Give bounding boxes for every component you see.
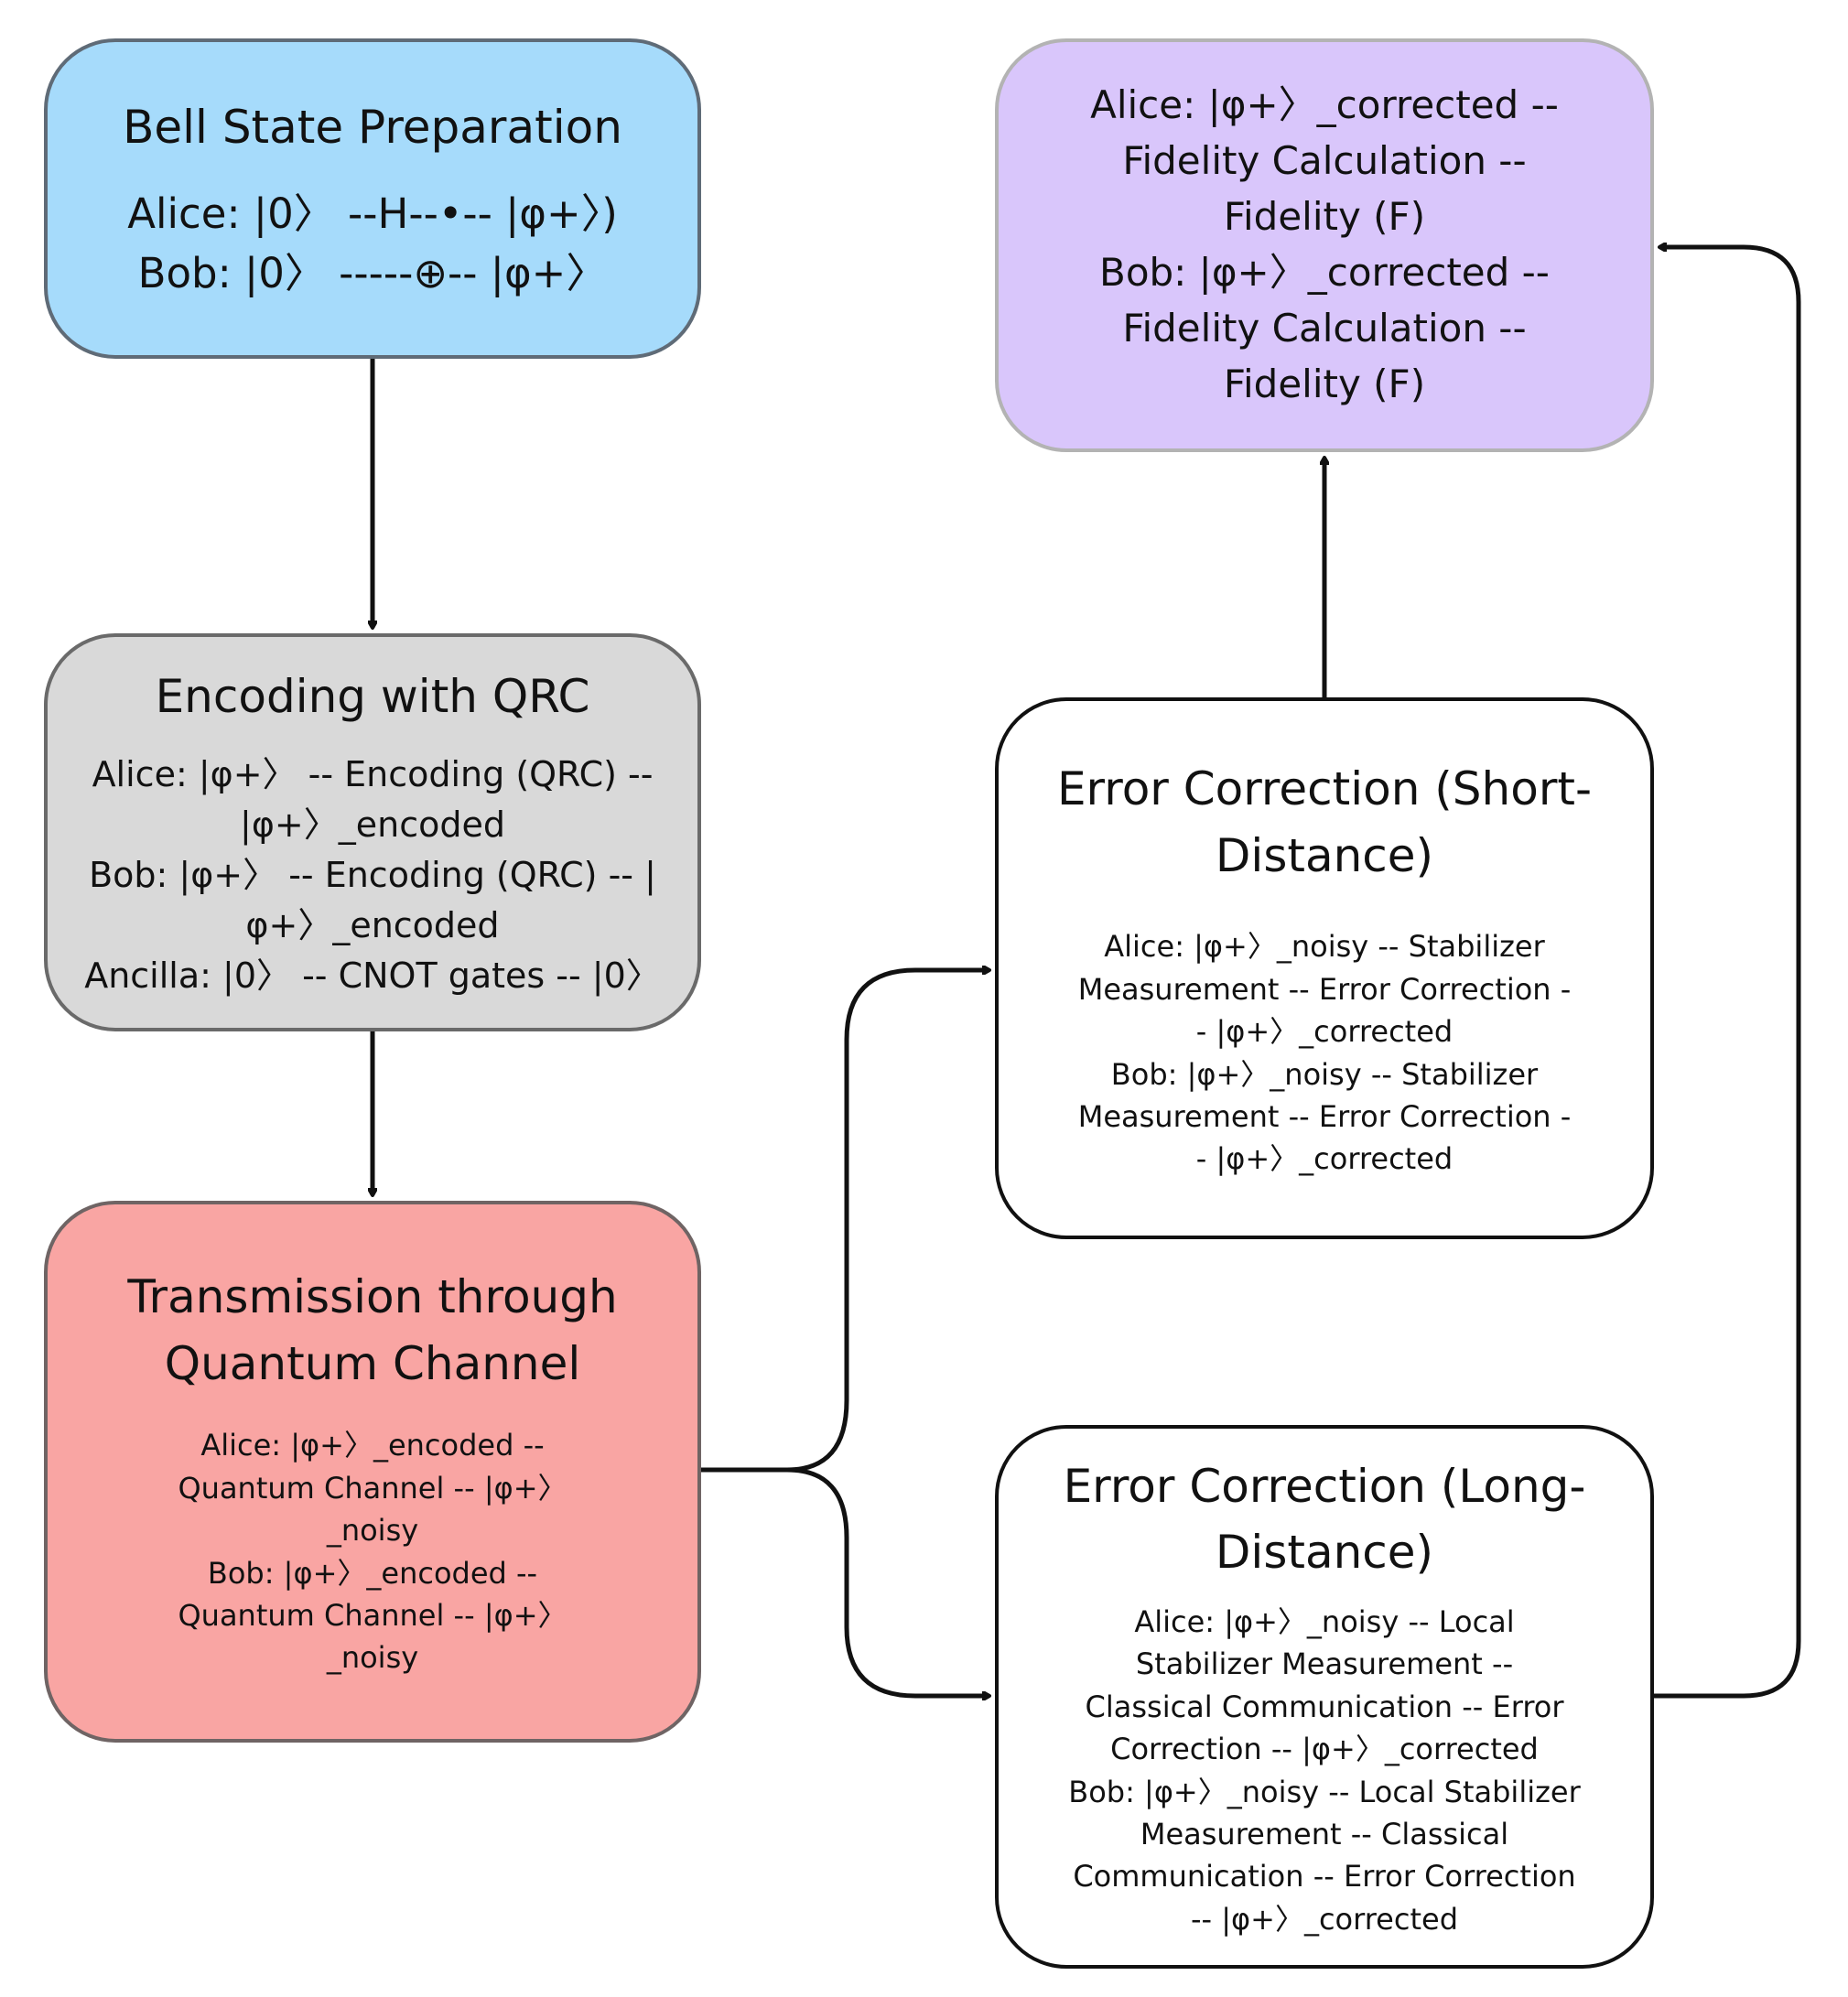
node-line-bob: Bob: |φ+〉_noisy -- Local Stabilizer Meas… bbox=[1068, 1774, 1581, 1937]
arrow-transmission-to-ec-short bbox=[701, 970, 989, 1473]
node-line-alice: Alice: |0〉 --H--•-- |φ+〉) bbox=[127, 189, 618, 238]
node-transmission-through-quantum-channel: Transmission through Quantum Channel Ali… bbox=[44, 1201, 701, 1743]
node-fidelity-calculation: Alice: |φ+〉_corrected -- Fidelity Calcul… bbox=[995, 38, 1654, 452]
node-line-bob: Bob: |φ+〉_noisy -- Stabilizer Measuremen… bbox=[1077, 1056, 1572, 1177]
node-encoding-with-qrc: Encoding with QRC Alice: |φ+〉 -- Encodin… bbox=[44, 633, 701, 1031]
node-line-alice: Alice: |φ+〉 -- Encoding (QRC) -- |φ+〉_en… bbox=[92, 754, 654, 846]
node-line-bob: Bob: |φ+〉 -- Encoding (QRC) -- |φ+〉_enco… bbox=[89, 855, 656, 946]
node-line-ancilla: Ancilla: |0〉 -- CNOT gates -- |0〉 bbox=[84, 955, 661, 997]
node-line-bob: Bob: |φ+〉_corrected -- Fidelity Calculat… bbox=[1099, 250, 1550, 406]
node-title: Error Correction (Long-Distance) bbox=[1063, 1459, 1586, 1580]
node-error-correction-short-distance: Error Correction (Short-Distance) Alice:… bbox=[995, 697, 1654, 1239]
node-bell-state-preparation: Bell State Preparation Alice: |0〉 --H--•… bbox=[44, 38, 701, 359]
node-line-bob: Bob: |φ+〉_encoded -- Quantum Channel -- … bbox=[178, 1555, 567, 1676]
arrow-ec-long-to-fidelity bbox=[1654, 247, 1801, 1699]
node-error-correction-long-distance: Error Correction (Long-Distance) Alice: … bbox=[995, 1425, 1654, 1969]
node-title: Transmission through Quantum Channel bbox=[127, 1270, 618, 1390]
node-title: Error Correction (Short-Distance) bbox=[1056, 762, 1593, 882]
node-line-alice: Alice: |φ+〉_encoded -- Quantum Channel -… bbox=[178, 1428, 567, 1549]
node-title: Bell State Preparation bbox=[123, 100, 622, 154]
node-line-alice: Alice: |φ+〉_noisy -- Stabilizer Measurem… bbox=[1077, 929, 1572, 1050]
arrow-transmission-to-ec-long bbox=[786, 1467, 989, 1696]
node-title: Encoding with QRC bbox=[155, 669, 590, 723]
node-line-alice: Alice: |φ+〉_corrected -- Fidelity Calcul… bbox=[1090, 82, 1559, 240]
node-line-bob: Bob: |0〉 -----⊕-- |φ+〉 bbox=[137, 249, 608, 298]
node-line-alice: Alice: |φ+〉_noisy -- Local Stabilizer Me… bbox=[1085, 1603, 1564, 1767]
